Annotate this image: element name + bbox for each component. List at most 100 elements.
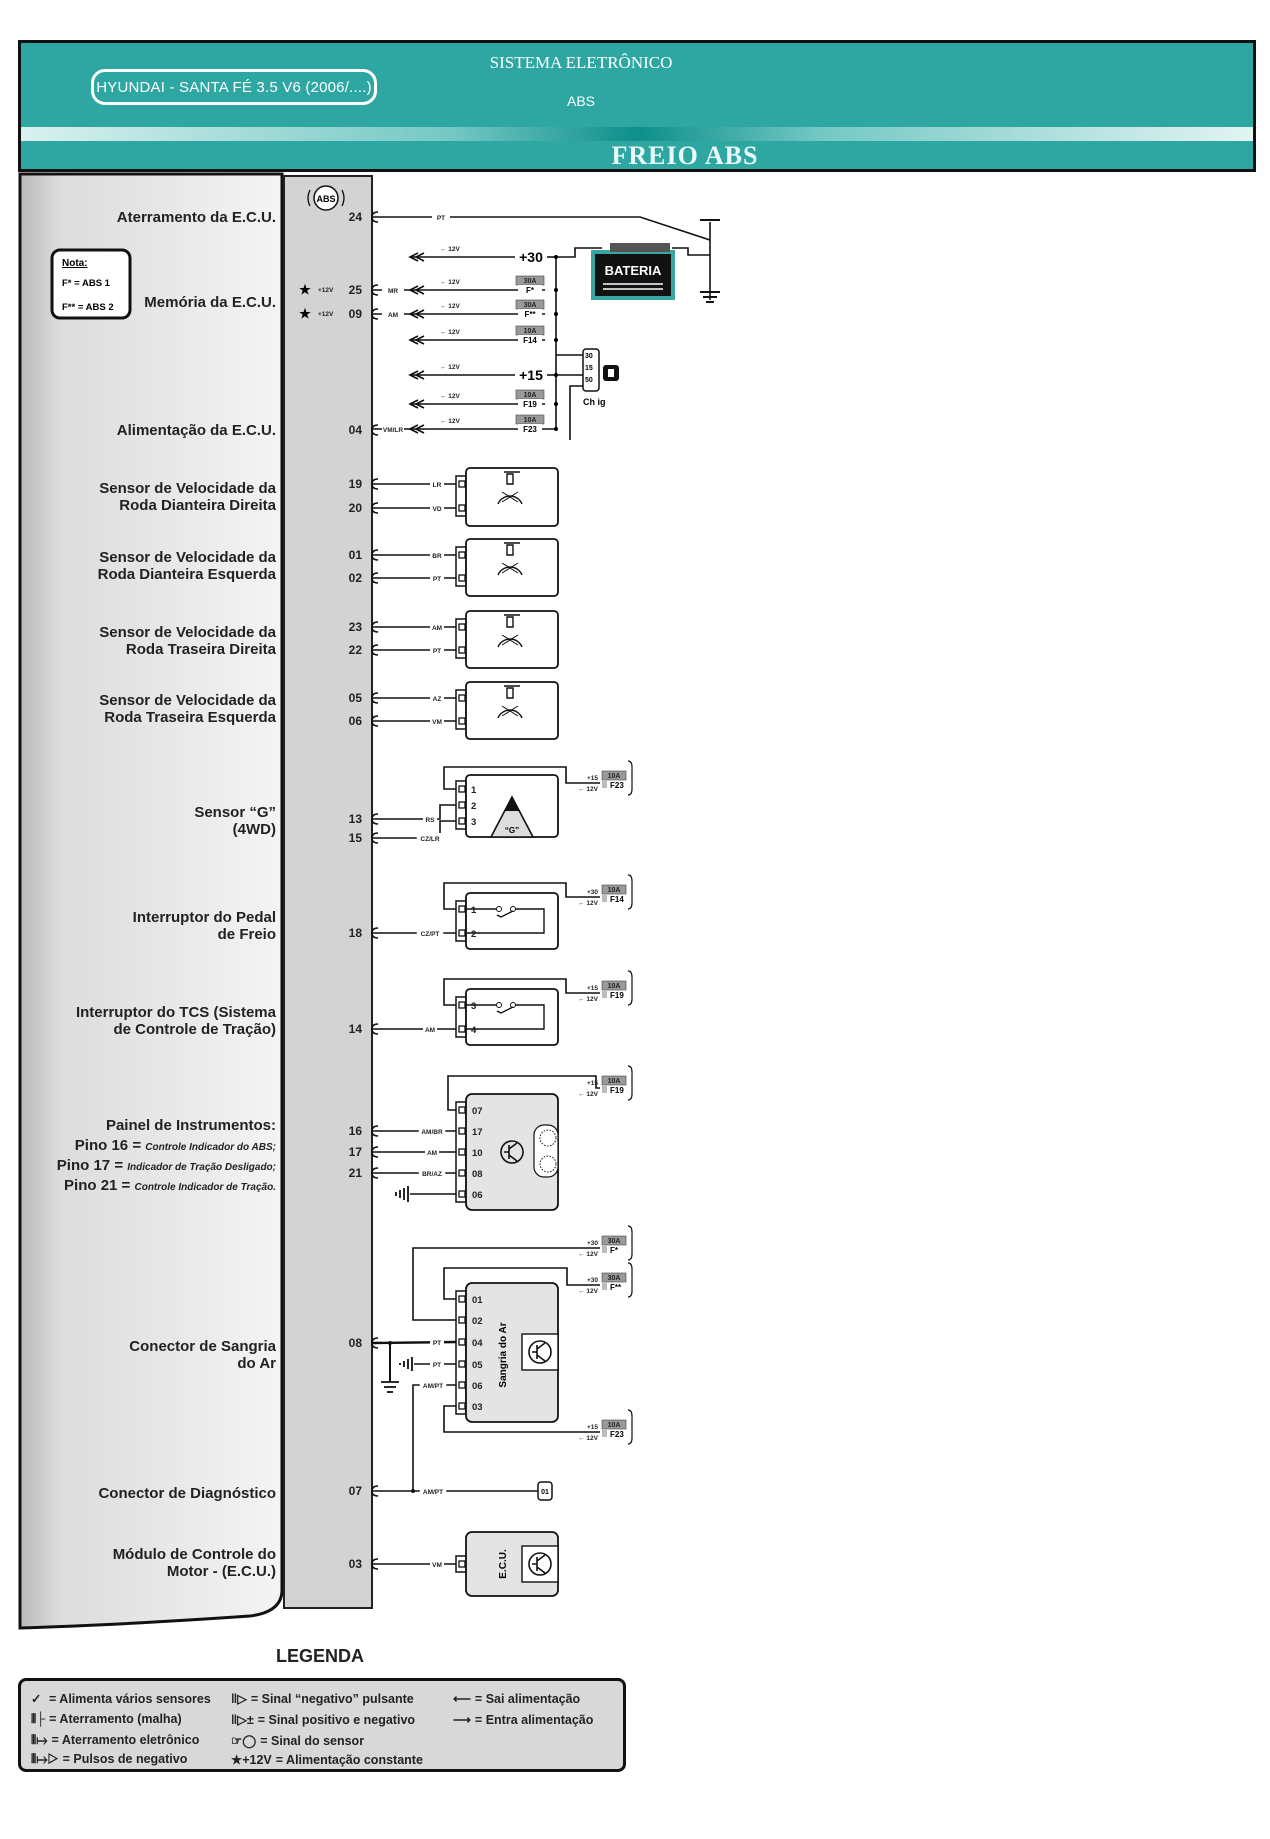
connector-terminal [458,1360,466,1368]
wire-label: VM/LR [383,427,404,434]
connector-terminal [458,694,466,702]
note-box: Nota: F* = ABS 1 F** = ABS 2 [50,248,132,320]
pin-desc: Indicador de Tração Desligado; [127,1162,276,1173]
gauge-icon [539,1129,557,1147]
fuse-icon [601,1272,627,1283]
ground-mesh-icon [395,1186,409,1202]
diagnostic-pin: 01 [541,1489,549,1496]
group-label: Memória da E.C.U. [144,294,276,311]
pin-number: 02 [349,571,363,585]
switch-circuit [466,908,545,934]
group-labels: Aterramento da E.C.U.Memória da E.C.U.Al… [57,209,277,1580]
ignition-50-wire [569,385,583,440]
fuse-name: F* [610,1246,619,1255]
legend-box: ✓= Alimenta vários sensores‖▷= Sinal “ne… [18,1678,626,1772]
note-line: F* = ABS 1 [62,278,111,289]
pin-number: 23 [349,620,363,634]
wire-label-bg [425,1147,439,1157]
fuse-amps: 10A [608,887,621,894]
connector-terminal [458,623,466,631]
transistor-icon [528,1340,552,1364]
key-icon-hole [608,369,614,377]
fuse-name: F* [526,286,535,295]
wire-label-bg [430,503,444,513]
connector-terminal [458,551,466,559]
sensor-probe-icon [504,685,520,699]
wire-label: CZ/PT [421,931,440,938]
pin-number: 16 [349,1124,363,1138]
junction-dot [554,288,558,292]
pin-number: 20 [349,501,363,515]
pin-number: 07 [349,1484,363,1498]
wire-label: BR/AZ [422,1171,442,1178]
fuse-tab [602,1246,607,1253]
source-label: +15 [519,367,543,383]
wire-label: PT [433,648,441,655]
power-section: BATERIA30AF*30AF**10AF1410AF1910AF233015… [515,243,675,434]
wheel-icon [497,638,523,648]
ignition-terminal: 15 [585,365,593,372]
switch-contact [510,906,516,912]
module-label: Sangria do Ar [498,1322,509,1387]
wire-label: RS [425,817,435,824]
wire-label-bg [418,1168,446,1178]
pin-ref: Pino 21 = [64,1177,134,1194]
wheel-icon-spokes [501,491,519,503]
star-icon: ★ [299,306,311,321]
legend-item: ‖▷= Sinal “negativo” pulsante [231,1691,414,1706]
connector-pin: 06 [472,1381,483,1392]
connector-terminal [458,1001,466,1009]
supply-voltage: ← 12V [578,1251,599,1258]
fuse-name: F** [610,1283,622,1292]
fuse-icon [601,980,627,991]
connector-terminal [458,1106,466,1114]
legend-text: = Sinal do sensor [260,1734,365,1748]
wheel-icon-spokes [501,634,519,646]
g-sensor-icon-top [504,797,520,811]
supply-wire [447,1075,600,1111]
constant-supply-label: +12V [318,287,334,294]
legend-symbol-icon: ⟵ [453,1692,471,1706]
module-label: E.C.U. [498,1549,509,1579]
voltage-label: ← 12V [440,418,461,425]
out-arrow-icon [408,370,425,380]
wire-label: AZ [433,696,442,703]
pin-number: 15 [349,831,363,845]
pin-description: Pino 17 = Indicador de Tração Desligado; [57,1157,276,1174]
supply-wire [443,1267,600,1300]
wire-label: CZ/LR [420,836,439,843]
source-bg [515,367,547,383]
fuse-amps: 30A [524,278,537,285]
connector-terminal [458,574,466,582]
junction-dot [554,402,558,406]
group-label: de Controle de Tração) [113,1021,276,1038]
group-label: (4WD) [233,821,276,838]
wiring-diagram: ABS Nota: F* = ABS 1 F** = ABS 2 Aterram… [18,172,720,1630]
supply-voltage: ← 12V [578,786,599,793]
transistor-icon [528,1552,552,1576]
legend-text: = Aterramento eletrônico [51,1733,200,1747]
legend-symbol-icon: ⫴↦ [31,1733,48,1747]
fuse-name: F23 [610,781,624,790]
pin-number: 09 [349,307,363,321]
legend-symbol-icon: ✓ [31,1692,42,1706]
supply-source: +15 [587,775,598,782]
group-label: Módulo de Controle do [113,1546,276,1563]
pin-description: Pino 21 = Controle Indicador de Tração. [64,1177,276,1194]
group-label: Sensor de Velocidade da [99,549,276,566]
connector-pin: 01 [472,1295,483,1306]
connector-pin: 08 [472,1169,483,1180]
legend-text: = Aterramento (malha) [49,1712,182,1726]
legend-item: ☞◯= Sinal do sensor [231,1733,364,1748]
legend-text: = Alimentação constante [275,1753,423,1767]
connector-terminal [458,1560,466,1568]
legend-symbol-icon: ⫴├ [31,1712,46,1726]
fuse-name: F19 [610,1086,624,1095]
wire-label-bg [418,1126,446,1136]
supply-source: +15 [587,985,598,992]
fuse-name: F14 [523,336,537,345]
group-label: do Ar [237,1355,276,1372]
legend-text: = Sai alimentação [474,1692,581,1706]
wheel-icon [497,495,523,505]
out-arrow-icon [408,335,425,345]
